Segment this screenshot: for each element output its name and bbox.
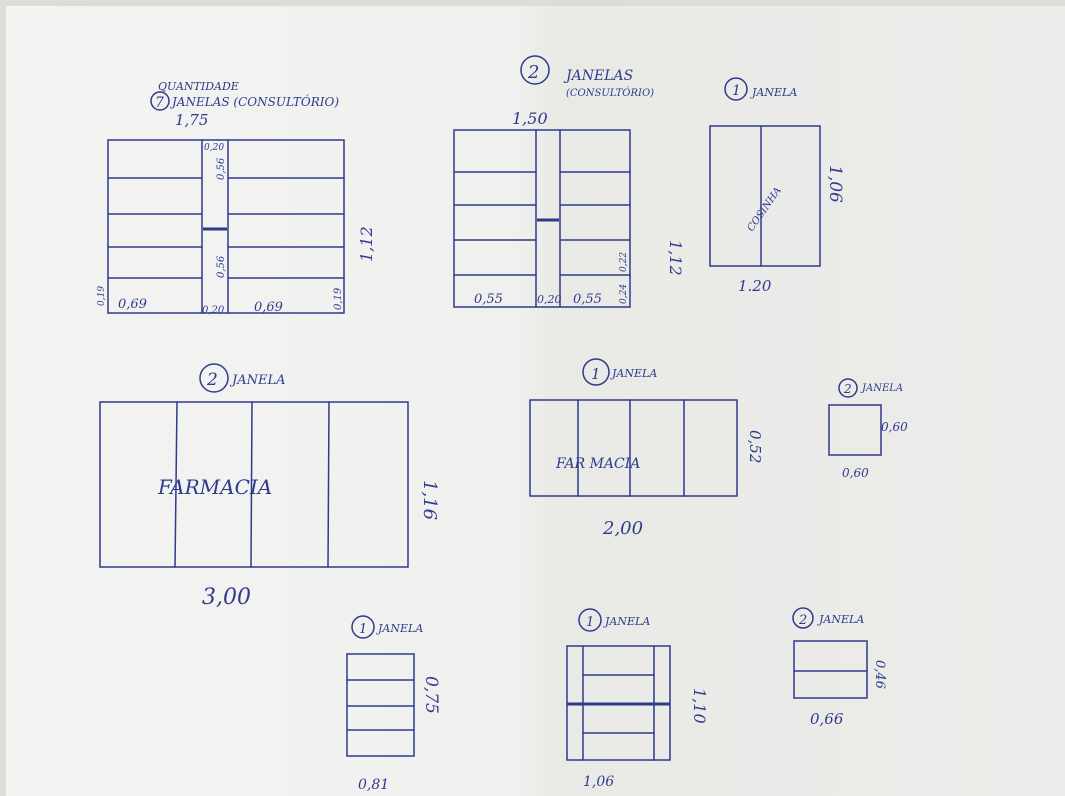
- window-3-height: 1,06: [825, 165, 845, 203]
- room-label: FARMACIA: [157, 475, 272, 499]
- group-title: JANELA: [750, 86, 797, 99]
- window-7-height: 0,75: [421, 676, 441, 714]
- window-9: [793, 640, 868, 699]
- group-title: JANELAS: [563, 68, 633, 84]
- window-9-width: 0,66: [810, 710, 844, 728]
- window-6: [828, 404, 882, 456]
- qty-circle: [838, 378, 858, 398]
- left-sash-width: 0,55: [474, 292, 503, 307]
- window-2: [453, 129, 631, 308]
- window-8-height: 1,10: [690, 688, 709, 724]
- window-9-height: 0,46: [872, 660, 887, 689]
- group-title: JANELA: [603, 615, 650, 628]
- rail-label: 0,22: [619, 252, 629, 272]
- right-sash-width: 0,55: [573, 292, 602, 307]
- qty-number: 1: [591, 365, 601, 383]
- qty-number: 2: [843, 382, 852, 396]
- right-sash-width: 0,69: [254, 300, 283, 315]
- window-2-height: 1,12: [666, 240, 685, 276]
- window-4-width: 3,00: [202, 585, 251, 610]
- group-title: JANELA: [610, 367, 657, 380]
- mullion-width-label: 0,20: [537, 293, 562, 306]
- mullion-upper-label: 0,56: [216, 157, 227, 180]
- right-frame-label: 0,19: [333, 287, 344, 310]
- window-5: [529, 399, 738, 497]
- left-frame-label: 0,19: [97, 286, 107, 306]
- width-label: 1,50: [512, 109, 548, 128]
- group-subtitle: (CONSULTÓRIO): [566, 87, 654, 99]
- group-title: JANELA: [817, 613, 864, 626]
- window-1-height: 1,12: [357, 226, 376, 262]
- qty-circle: [520, 55, 550, 85]
- window-7: [346, 653, 415, 757]
- window-4-height: 1,16: [419, 480, 440, 520]
- qty-number: 2: [206, 370, 218, 390]
- qty-number: 1: [586, 615, 594, 630]
- qty-circle: [792, 607, 814, 629]
- group-title: JANELAS (CONSULTÓRIO): [169, 93, 339, 109]
- qty-circle: [351, 615, 375, 639]
- group-title: JANELA: [860, 383, 903, 394]
- window-3-width: 1.20: [738, 277, 772, 295]
- window-7-width: 0,81: [358, 777, 389, 793]
- window-3: [709, 125, 821, 267]
- qty-circle: [578, 608, 602, 632]
- qty-circle: [582, 358, 610, 386]
- group-title: JANELA: [229, 373, 286, 388]
- mullion-top-label: 0,20: [204, 143, 224, 153]
- room-label: FAR MACIA: [555, 456, 640, 472]
- window-6-width: 0,60: [842, 466, 869, 480]
- window-5-width: 2,00: [602, 518, 643, 539]
- qty-number: 1: [359, 622, 367, 637]
- qty-number: 1: [732, 83, 741, 99]
- window-8-width: 1,06: [583, 774, 614, 790]
- qty-circle: [150, 91, 170, 111]
- window-6-height: 0,60: [881, 420, 908, 434]
- group-title: JANELA: [376, 622, 423, 635]
- window-5-height: 0,52: [746, 430, 764, 463]
- quantity-label: QUANTIDADE: [158, 80, 239, 93]
- window-4: [99, 401, 409, 568]
- width-label: 1,75: [175, 111, 208, 129]
- window-1: [107, 139, 345, 314]
- room-label: COSINHA: [745, 185, 783, 233]
- qty-number: 2: [798, 613, 807, 628]
- mullion-width-label: 0,20: [202, 305, 225, 316]
- bottom-rail-label: 0,24: [619, 284, 629, 304]
- qty-number: 7: [155, 95, 164, 111]
- window-8: [566, 645, 671, 761]
- qty-circle: [199, 363, 229, 393]
- qty-number: 2: [527, 62, 539, 83]
- qty-circle: [724, 77, 748, 101]
- left-sash-width: 0,69: [118, 297, 147, 312]
- mullion-lower-label: 0,56: [216, 255, 227, 278]
